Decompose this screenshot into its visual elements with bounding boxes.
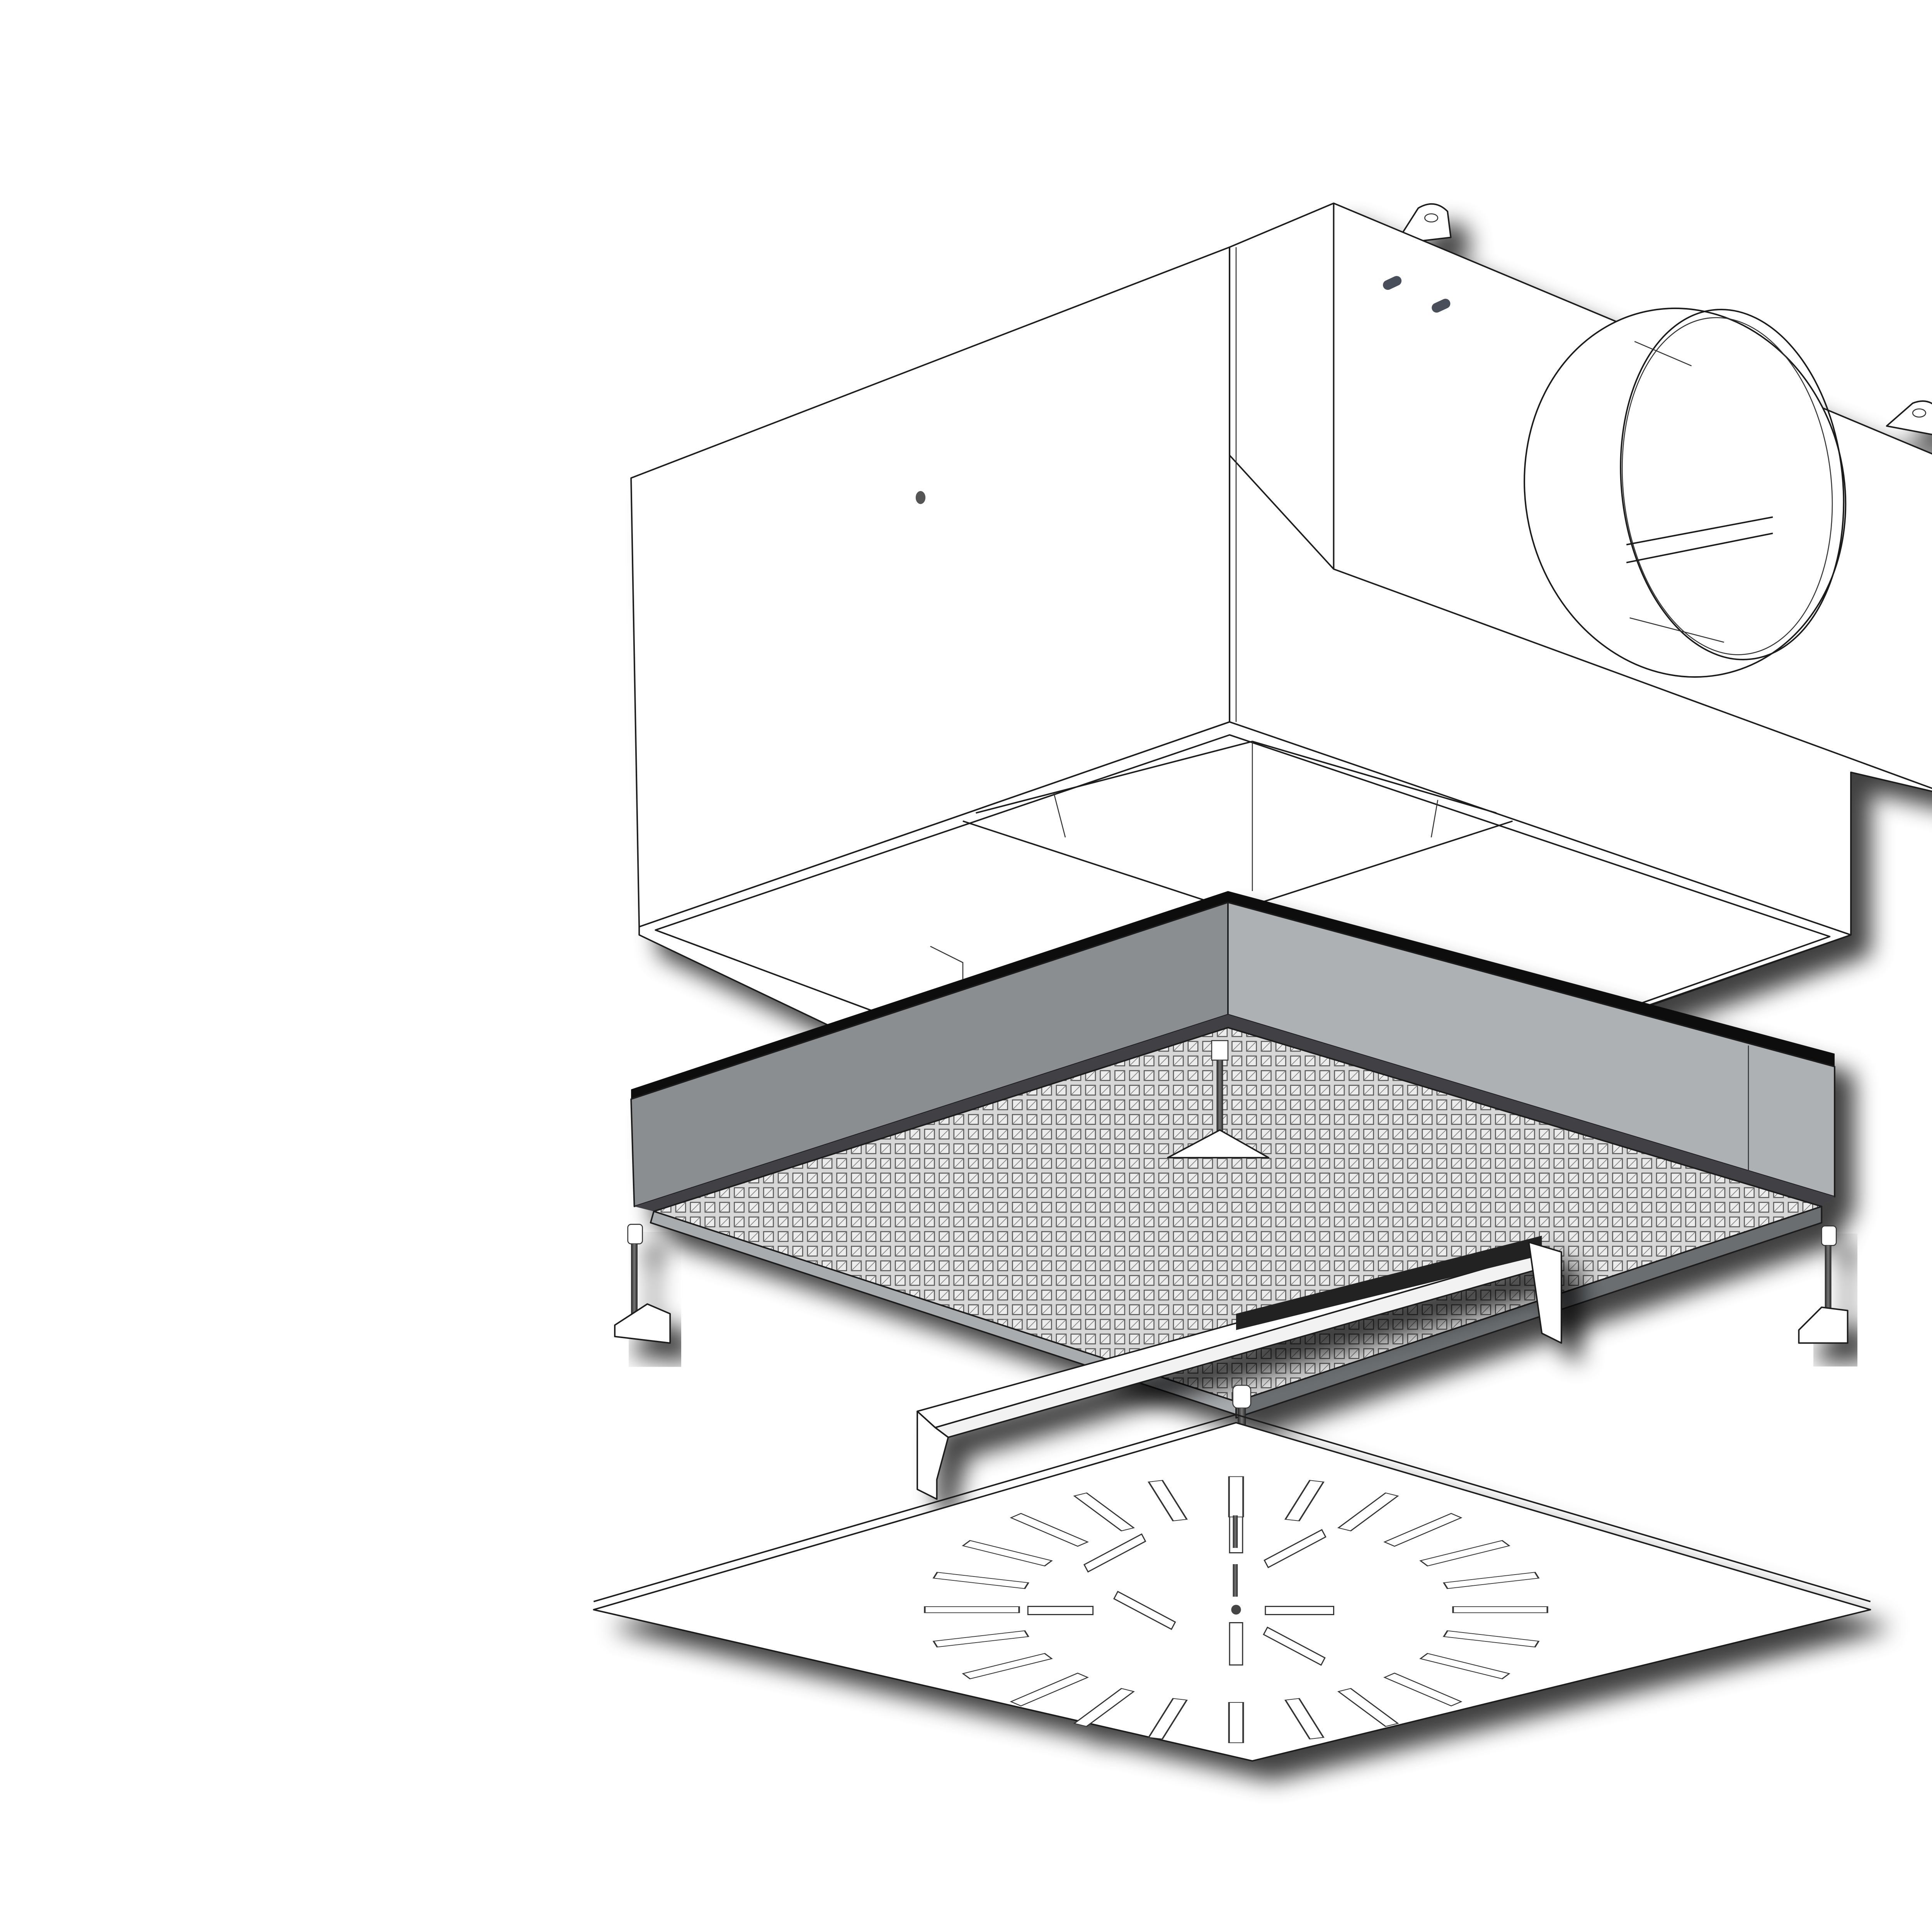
- center-screw-icon: [1231, 1605, 1241, 1615]
- center-clamp-icon: [1167, 1040, 1270, 1158]
- hanging-tab-icon: [1886, 400, 1932, 435]
- support-bracket: [917, 1236, 1562, 1500]
- hole-icon: [915, 491, 926, 504]
- swirl-diffuser-face: [593, 1413, 1871, 1762]
- hanging-tab-icon: [1395, 203, 1452, 245]
- filter-clamp-left: [614, 1224, 671, 1344]
- filter-clamp-right: [1798, 1225, 1849, 1344]
- diffuser-slots: [924, 1476, 1548, 1743]
- test-port-icon: [1383, 276, 1451, 313]
- side-inlet-collar: [1524, 308, 1847, 678]
